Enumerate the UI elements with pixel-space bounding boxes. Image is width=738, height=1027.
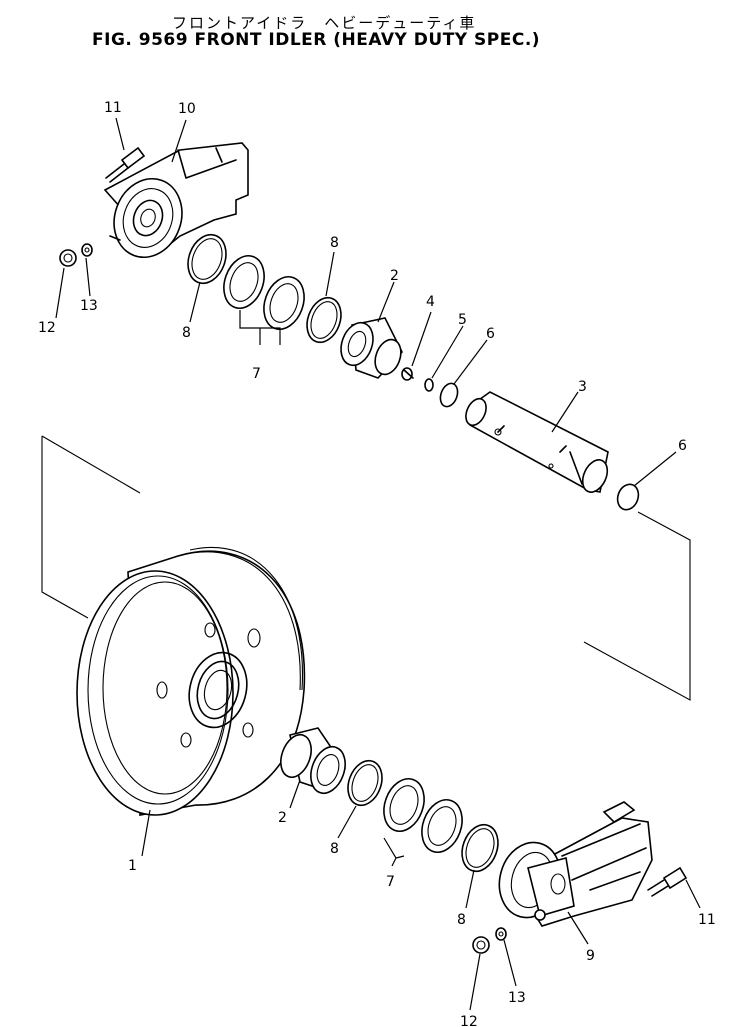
part-9-bracket-lower xyxy=(498,801,653,927)
callout-8-upper-2: 8 xyxy=(330,235,339,251)
part-8-oring-upper-2 xyxy=(306,296,342,344)
part-10-bracket-upper xyxy=(103,142,249,259)
callout-8-lower-2: 8 xyxy=(457,912,466,928)
callout-2-upper: 2 xyxy=(390,268,399,284)
callout-labels: 11 10 12 13 8 7 8 2 4 5 6 3 6 1 2 8 7 8 … xyxy=(38,100,716,1027)
title-japanese: フロントアイドラ ヘビーデューティ車 xyxy=(172,14,477,32)
callout-8-upper-1: 8 xyxy=(182,325,191,341)
callout-10: 10 xyxy=(178,101,196,117)
figure-title: FIG. 9569 FRONT IDLER (HEAVY DUTY SPEC.) xyxy=(92,30,541,50)
callout-5: 5 xyxy=(458,312,467,328)
part-5-oring-small xyxy=(424,378,434,392)
part-6-oring-upper xyxy=(439,382,459,408)
part-4-plug xyxy=(401,367,414,381)
callout-11-upper: 11 xyxy=(104,100,122,116)
assembly-line-right xyxy=(583,511,691,701)
part-6-oring-lower xyxy=(616,483,640,511)
part-3-shaft xyxy=(465,391,609,493)
assembly-line-left-top xyxy=(41,435,141,494)
part-7-seal-upper-1 xyxy=(223,255,265,309)
callout-8-lower-1: 8 xyxy=(330,841,339,857)
callout-7-lower: 7 xyxy=(386,874,395,890)
callout-13-upper: 13 xyxy=(80,298,98,314)
part-7-seal-lower-2 xyxy=(421,799,463,853)
part-11-bolt-lower xyxy=(647,866,688,897)
part-12-nut-upper xyxy=(59,249,77,267)
callout-3: 3 xyxy=(578,379,587,395)
callout-7-upper: 7 xyxy=(252,366,261,382)
callout-11-lower: 11 xyxy=(698,912,716,928)
part-11-bolt-upper xyxy=(105,146,146,183)
callout-1: 1 xyxy=(128,858,137,874)
assembly-line-left xyxy=(41,436,89,619)
part-13-washer-upper xyxy=(81,243,93,257)
part-2-bushing-lower xyxy=(280,727,347,795)
part-8-oring-upper-1 xyxy=(187,233,227,285)
callout-4: 4 xyxy=(426,294,435,310)
callout-2-lower: 2 xyxy=(278,810,287,826)
part-13-washer-lower xyxy=(495,927,507,941)
part-2-bushing-upper xyxy=(340,317,403,379)
part-1-idler-wheel xyxy=(76,546,306,816)
part-7-seal-lower-1 xyxy=(383,778,425,832)
callout-12-upper: 12 xyxy=(38,320,56,336)
part-8-oring-lower-1 xyxy=(347,759,383,807)
part-12-nut-lower xyxy=(472,936,490,954)
callout-6-lower: 6 xyxy=(678,438,687,454)
part-8-oring-lower-2 xyxy=(461,823,499,873)
callout-12-lower: 12 xyxy=(460,1014,478,1027)
leader-lines xyxy=(55,117,701,1011)
callout-13-lower: 13 xyxy=(508,990,526,1006)
callout-6-upper: 6 xyxy=(486,326,495,342)
callout-9: 9 xyxy=(586,948,595,964)
part-7-seal-upper-2 xyxy=(263,276,305,330)
